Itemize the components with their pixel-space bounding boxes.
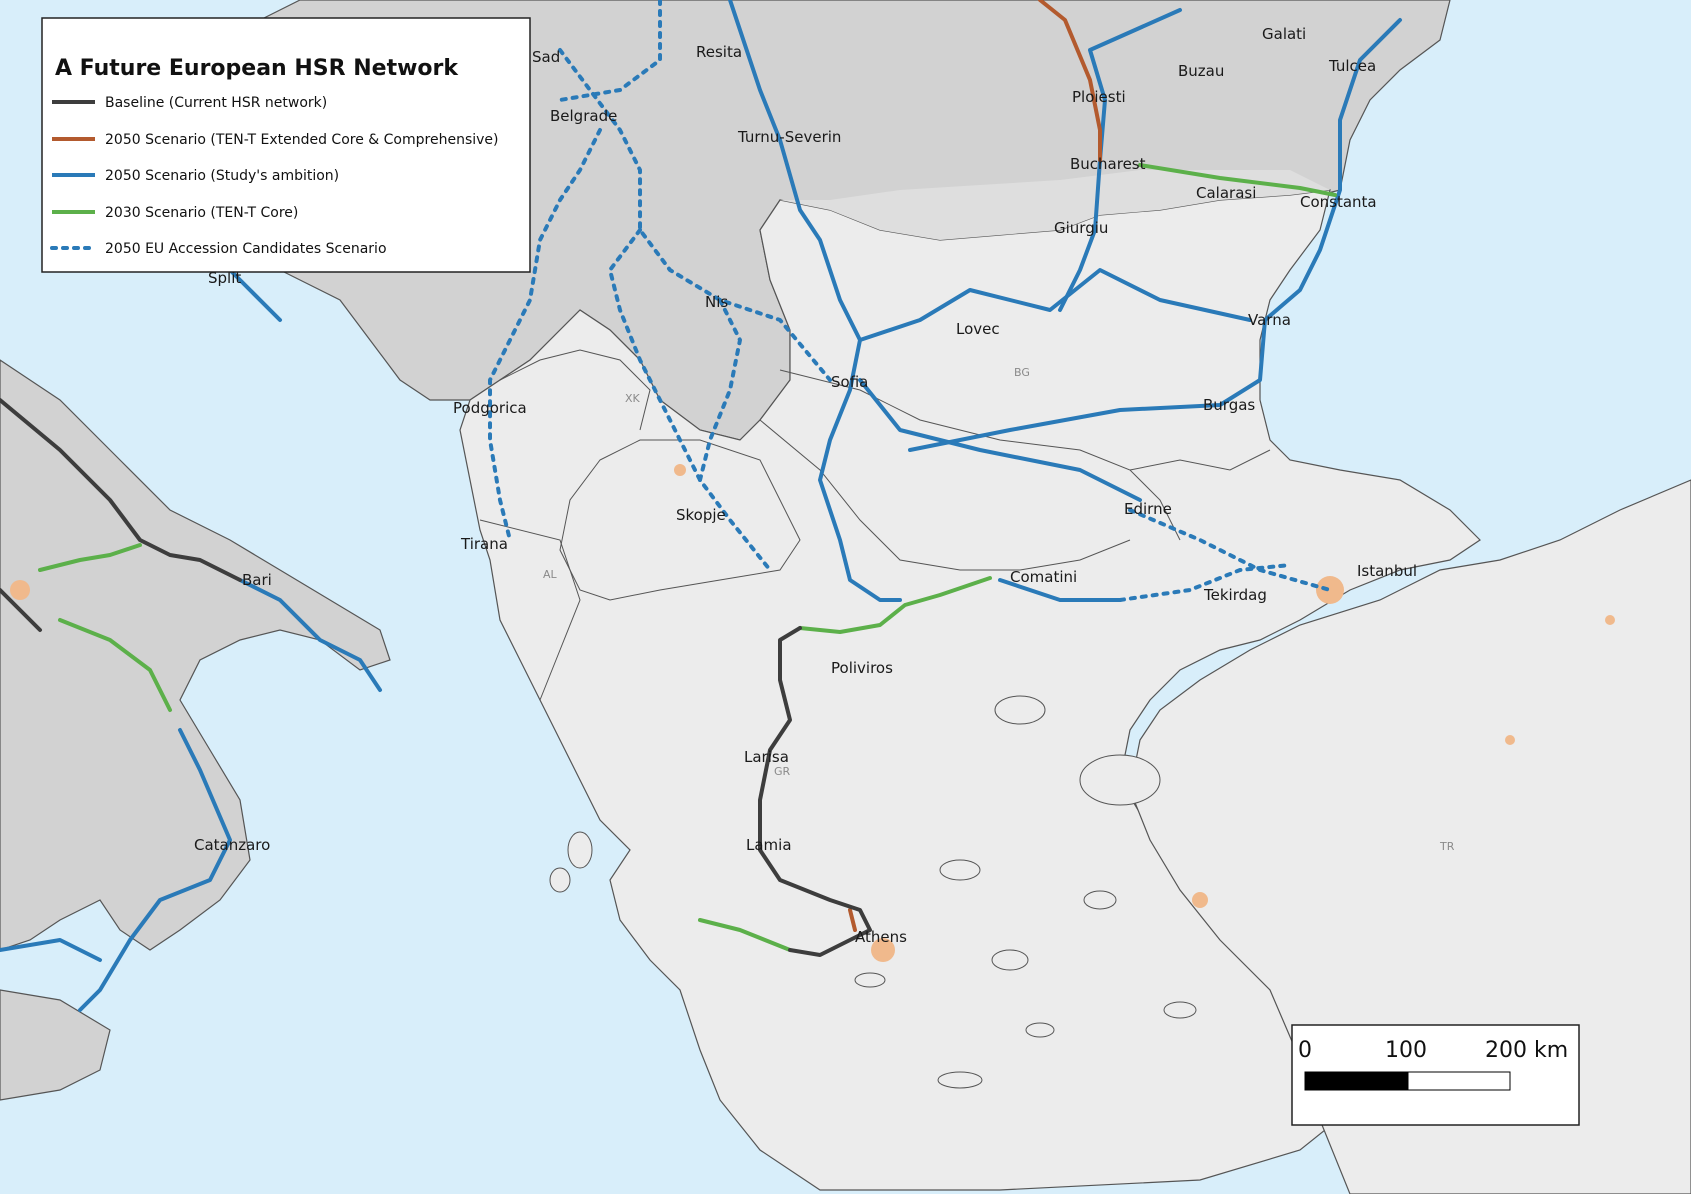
city-label-sofia: Sofia bbox=[831, 373, 868, 391]
route-tent-extended bbox=[1038, 0, 1102, 162]
urban-areas bbox=[10, 464, 1615, 962]
route-study-ambition bbox=[1058, 158, 1102, 312]
city-label-bari: Bari bbox=[242, 571, 272, 589]
city-label-split: Split bbox=[208, 269, 241, 287]
city-label-lovec: Lovec bbox=[956, 320, 1000, 338]
land-turkey bbox=[1129, 479, 1691, 1194]
legend-label-accession: 2050 EU Accession Candidates Scenario bbox=[105, 241, 387, 257]
route-study-ambition bbox=[1088, 8, 1182, 162]
legend-label-tent-core: 2030 Scenario (TEN-T Core) bbox=[105, 205, 298, 221]
city-label-istanbul: Istanbul bbox=[1357, 562, 1417, 580]
route-study-ambition bbox=[998, 578, 1122, 602]
route-tent-core bbox=[38, 543, 142, 572]
route-accession-candidates bbox=[608, 228, 772, 572]
route-accession-candidates bbox=[558, 48, 832, 382]
city-label-galati: Galati bbox=[1262, 25, 1306, 43]
legend-title: A Future European HSR Network bbox=[55, 56, 459, 81]
legend-label-baseline: Baseline (Current HSR network) bbox=[105, 95, 327, 111]
city-label-tulcea: Tulcea bbox=[1328, 57, 1376, 75]
city-label-bucharest: Bucharest bbox=[1070, 155, 1146, 173]
city-label-varna: Varna bbox=[1248, 311, 1291, 329]
land-sicily bbox=[0, 989, 111, 1101]
city-label-buzau: Buzau bbox=[1178, 62, 1224, 80]
route-tent-core bbox=[1138, 163, 1337, 197]
country-code-al: AL bbox=[543, 568, 558, 581]
land-romania-south bbox=[780, 170, 1330, 240]
route-baseline bbox=[0, 588, 42, 632]
islands bbox=[549, 695, 1411, 1123]
scale-label-0: 0 bbox=[1298, 1038, 1312, 1063]
country-code-tr: TR bbox=[1439, 840, 1455, 853]
legend-label-tent-extended: 2050 Scenario (TEN-T Extended Core & Com… bbox=[105, 132, 498, 148]
route-baseline bbox=[0, 398, 242, 582]
city-label-edirne: Edirne bbox=[1124, 500, 1172, 518]
route-study-ambition bbox=[908, 18, 1402, 452]
city-label-poliviros: Poliviros bbox=[831, 659, 893, 677]
city-label-athens: Athens bbox=[855, 928, 907, 946]
route-study-ambition bbox=[728, 0, 902, 602]
route-study-ambition bbox=[858, 378, 1142, 502]
city-label-nis: Nis bbox=[705, 293, 728, 311]
route-accession-candidates bbox=[1118, 563, 1292, 602]
city-label-comatini: Comatini bbox=[1010, 568, 1077, 586]
route-baseline bbox=[758, 626, 872, 957]
city-label-catanzaro: Catanzaro bbox=[194, 836, 270, 854]
scale-label-200: 200 km bbox=[1485, 1038, 1568, 1063]
route-accession-candidates bbox=[1128, 508, 1332, 592]
city-label-giurgiu: Giurgiu bbox=[1054, 219, 1108, 237]
city-label-tekirdag: Tekirdag bbox=[1203, 586, 1267, 604]
scale-label-100: 100 bbox=[1385, 1038, 1427, 1063]
city-label-turnu-severin: Turnu-Severin bbox=[737, 128, 841, 146]
country-code-gr: GR bbox=[774, 765, 791, 778]
route-tent-extended bbox=[848, 908, 857, 932]
city-label-resita: Resita bbox=[696, 43, 742, 61]
city-label-burgas: Burgas bbox=[1203, 396, 1255, 414]
route-study-ambition bbox=[238, 578, 382, 692]
route-study-ambition bbox=[78, 728, 232, 1012]
land-italy bbox=[0, 359, 391, 951]
legend-label-study-ambition: 2050 Scenario (Study's ambition) bbox=[105, 168, 339, 184]
legend-box bbox=[41, 17, 531, 273]
scale-bar: 0 100 200 km bbox=[1291, 1024, 1580, 1126]
country-code-bg: BG bbox=[1014, 366, 1030, 379]
route-tent-core bbox=[58, 618, 172, 712]
city-label-skopje: Skopje bbox=[676, 506, 726, 524]
route-accession-candidates bbox=[488, 128, 602, 542]
route-accession-candidates bbox=[698, 298, 742, 482]
city-label-belgrade: Belgrade bbox=[550, 107, 617, 125]
country-codes: XK BG AL GR TR bbox=[543, 366, 1455, 853]
legend: A Future European HSR Network Baseline (… bbox=[41, 17, 531, 273]
scale-segment-white bbox=[1407, 1071, 1511, 1091]
city-label-larisa: Larisa bbox=[744, 748, 789, 766]
city-label-calarasi: Calarasi bbox=[1196, 184, 1256, 202]
country-code-xk: XK bbox=[625, 392, 641, 405]
city-label-lamia: Lamia bbox=[746, 836, 792, 854]
city-label-ploiesti: Ploiesti bbox=[1072, 88, 1126, 106]
route-study-ambition bbox=[0, 938, 102, 962]
scale-segment-black bbox=[1304, 1071, 1409, 1091]
route-tent-core bbox=[698, 918, 792, 952]
city-label-podgorica: Podgorica bbox=[453, 399, 527, 417]
city-labels: Sad Resita Belgrade Turnu-Severin Galati… bbox=[194, 25, 1417, 946]
city-label-tirana: Tirana bbox=[460, 535, 508, 553]
city-label-sad: Sad bbox=[532, 48, 560, 66]
rail-lines bbox=[0, 0, 1402, 1012]
city-label-constanta: Constanta bbox=[1300, 193, 1377, 211]
route-tent-core bbox=[798, 576, 992, 634]
route-study-ambition bbox=[858, 268, 1252, 342]
